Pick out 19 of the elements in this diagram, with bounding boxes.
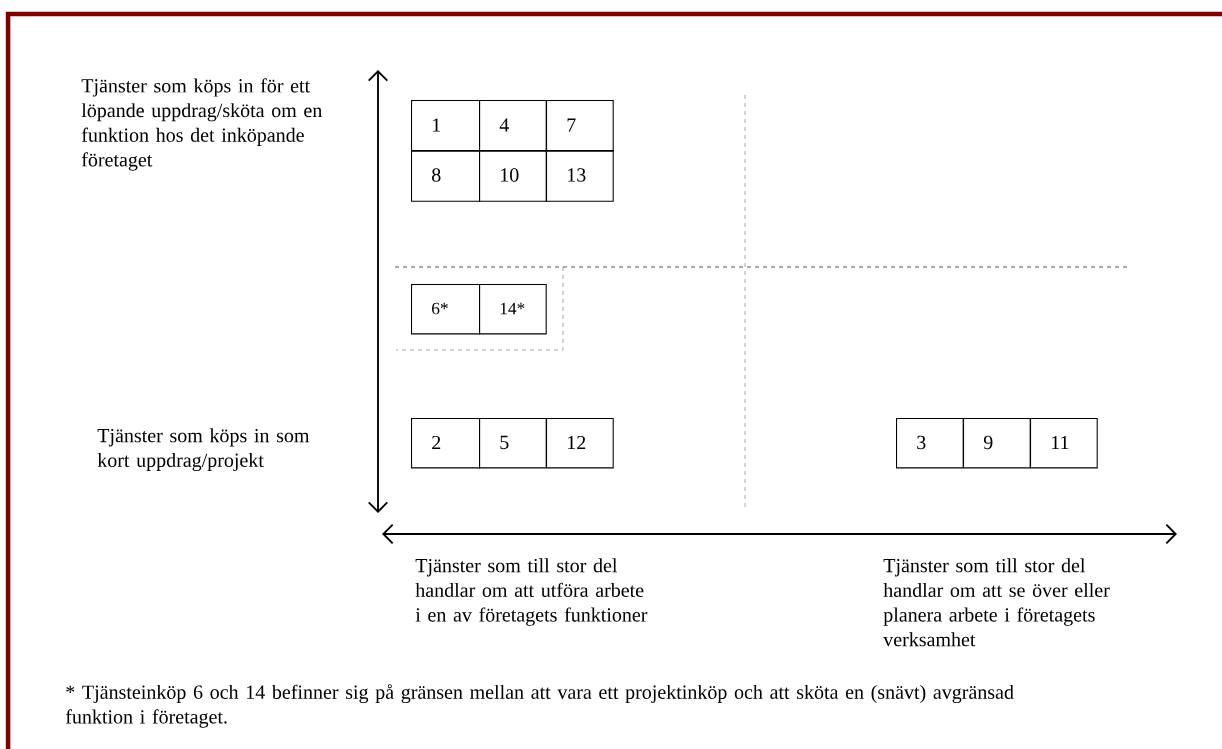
number-box: 10 [479,150,547,202]
number-box: 7 [546,100,614,152]
axis-label: Tjänster som till stor del handlar om att utföra arbete i en av företagets funktioner [415,558,648,626]
number-box: 11 [1030,418,1098,469]
number-box: 2 [411,418,481,469]
axis-label: Tjänster som köps in för ett löpande uppdrag/sköta om en funktion hos det inköpande företaget [81,78,323,171]
number-box: 14* [479,284,547,335]
number-box: 4 [479,100,547,152]
axis-label: Tjänster som till stor del handlar om att se över eller planera arbete i företagets verksamhet [883,558,1110,647]
number-box: 13 [546,150,614,202]
number-box: 5 [479,418,547,469]
number-box: 12 [546,418,614,469]
number-box: 1 [411,100,481,152]
number-box: 6* [411,284,481,335]
axis-label: Tjänster som köps in som kort uppdrag/projekt [97,428,310,472]
number-box: 3 [896,418,964,469]
axis-label: * Tjänsteinköp 6 och 14 befinner sig på gränsen mellan att vara ett projektinköp och att sköta en (snävt) avgränsad funktion i företaget. [65,684,1014,728]
number-box: 8 [411,150,481,202]
number-box: 9 [963,418,1031,469]
